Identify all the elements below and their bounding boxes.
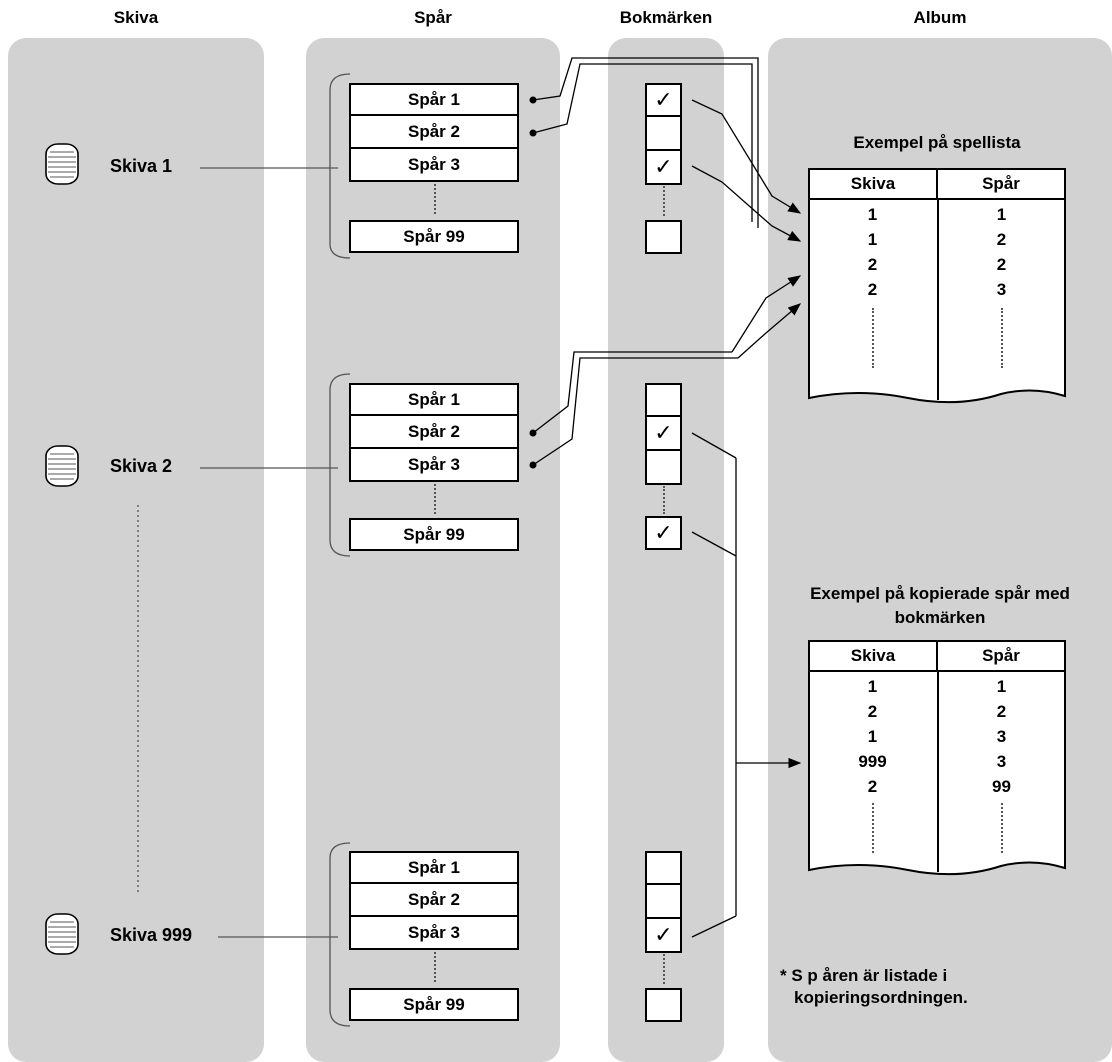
- disc-column: [8, 38, 264, 1062]
- cell-disc: 999: [858, 752, 887, 771]
- disc-999-track-3: Spår 3: [349, 917, 519, 950]
- check-icon: ✓: [654, 87, 673, 112]
- disc-1-label: Skiva 1: [110, 156, 173, 176]
- row-ellipsis: [872, 803, 874, 853]
- playlist-table-header: Skiva Spår: [808, 168, 1066, 200]
- header-disc: Skiva: [113, 8, 159, 27]
- disc-2-track-3: Spår 3: [349, 449, 519, 482]
- copied-col-track: Spår: [982, 646, 1020, 665]
- track-ellipsis: [434, 484, 436, 514]
- row-ellipsis: [1001, 803, 1003, 853]
- cell-disc: 2: [867, 702, 878, 721]
- cell-track: 2: [996, 230, 1007, 249]
- disc-2-bookmark-1: [645, 383, 682, 417]
- disc-999-bookmark-1: [645, 851, 682, 885]
- disc-1-bookmark-99: [645, 220, 682, 254]
- cell-track: 1: [996, 677, 1007, 696]
- cell-track: 2: [996, 702, 1007, 721]
- cell-track: 3: [996, 280, 1007, 299]
- footnote: * S p åren är listade i kopieringsordnin…: [780, 965, 968, 1009]
- footnote-line-2: kopieringsordningen.: [794, 988, 968, 1007]
- disc-999-label: Skiva 999: [110, 925, 193, 945]
- cell-track: 3: [996, 727, 1007, 746]
- disc-999-bookmark-99: [645, 988, 682, 1022]
- bookmark-ellipsis: [663, 954, 665, 984]
- copied-col-disc: Skiva: [810, 642, 938, 670]
- disc-2-track-99: Spår 99: [349, 518, 519, 551]
- disc-1-bookmark-3: ✓: [645, 151, 682, 185]
- cell-disc: 1: [867, 230, 878, 249]
- copied-caption-line-2: bokmärken: [894, 608, 986, 627]
- disc-2-bookmark-3: [645, 451, 682, 485]
- disc-999-track-99: Spår 99: [349, 988, 519, 1021]
- check-icon: ✓: [654, 520, 673, 545]
- header-bookmarks: Bokmärken: [619, 8, 713, 27]
- disc-999-bookmark-2: [645, 885, 682, 919]
- disc-2-bookmark-99: ✓: [645, 516, 682, 550]
- disc-999-track-1: Spår 1: [349, 851, 519, 884]
- table-row: 999 3: [808, 749, 1066, 774]
- header-album: Album: [913, 8, 967, 27]
- bookmark-ellipsis: [663, 186, 665, 216]
- footnote-line-1: * S p åren är listade i: [780, 966, 948, 985]
- disc-stack-icon: [45, 913, 79, 955]
- disc-999-track-2: Spår 2: [349, 884, 519, 917]
- copied-table-header: Skiva Spår: [808, 640, 1066, 672]
- check-icon: ✓: [654, 420, 673, 445]
- cell-disc: 2: [867, 777, 878, 796]
- cell-disc: 1: [867, 205, 878, 224]
- row-ellipsis: [1001, 308, 1003, 368]
- table-row: 2 99: [808, 774, 1066, 799]
- disc-1-track-3: Spår 3: [349, 149, 519, 182]
- disc-stack-icon: [45, 445, 79, 487]
- playlist-caption: Exempel på spellista: [853, 133, 1021, 152]
- cell-disc: 2: [867, 255, 878, 274]
- track-ellipsis: [434, 952, 436, 982]
- cell-track: 99: [992, 777, 1011, 796]
- disc-2-label: Skiva 2: [110, 456, 173, 476]
- copied-caption-line-1: Exempel på kopierade spår med: [810, 584, 1070, 603]
- cell-track: 2: [996, 255, 1007, 274]
- cell-disc: 1: [867, 727, 878, 746]
- playlist-col-track: Spår: [982, 174, 1020, 193]
- cell-track: 1: [996, 205, 1007, 224]
- row-ellipsis: [872, 308, 874, 368]
- disc-999-bookmark-3: ✓: [645, 919, 682, 953]
- bookmark-ellipsis: [663, 486, 665, 514]
- header-tracks: Spår: [414, 8, 452, 27]
- cell-track: 3: [996, 752, 1007, 771]
- cell-disc: 2: [867, 280, 878, 299]
- disc-1-bookmark-2: [645, 117, 682, 151]
- disc-2-track-2: Spår 2: [349, 416, 519, 449]
- cell-disc: 1: [867, 677, 878, 696]
- disc-2-track-1: Spår 1: [349, 383, 519, 416]
- check-icon: ✓: [654, 922, 673, 947]
- disc-1-track-1: Spår 1: [349, 83, 519, 116]
- disc-1-bookmark-1: ✓: [645, 83, 682, 117]
- disc-1-track-99: Spår 99: [349, 220, 519, 253]
- disc-stack-icon: [45, 143, 79, 185]
- disc-2-bookmark-2: ✓: [645, 417, 682, 451]
- playlist-col-disc: Skiva: [810, 170, 938, 198]
- track-ellipsis: [434, 184, 436, 214]
- check-icon: ✓: [654, 154, 673, 179]
- disc-1-track-2: Spår 2: [349, 116, 519, 149]
